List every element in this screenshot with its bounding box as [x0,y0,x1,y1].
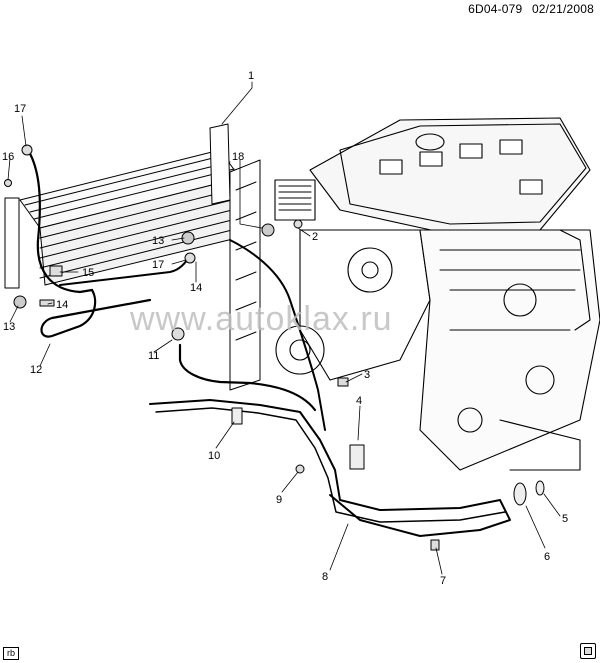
callout-2: 2 [312,231,318,243]
callout-4: 4 [356,395,362,407]
callout-16: 16 [2,151,14,163]
callout-14-left: 14 [56,299,68,311]
bolt-18 [261,223,275,237]
clip-10 [231,407,243,425]
cooler-tube-lower [40,288,152,338]
callout-18: 18 [232,151,244,163]
oil-cooler-core [4,123,261,391]
diagram-header: 6D04-079 02/21/2008 [462,2,594,16]
callout-8: 8 [322,571,328,583]
clip-14-lower [39,299,55,307]
document-icon [580,643,596,659]
callout-10: 10 [208,450,220,462]
clip-2 [293,219,303,229]
bolt-9 [295,464,305,474]
callout-11: 11 [148,350,159,362]
callout-7: 7 [440,575,446,587]
cooler-tube-upper [26,148,94,294]
callout-5: 5 [562,513,568,525]
callout-17-upper: 17 [14,103,26,115]
callout-13-lower: 13 [3,321,15,333]
grommet-13-lower [13,295,27,309]
callout-17-right: 17 [152,259,164,271]
seal-5 [535,480,545,496]
bolt-7 [430,539,440,551]
fitting-17-right [184,252,196,264]
watermark-text: www.autoklax.ru [130,300,393,338]
fitting-17-upper [21,144,33,156]
gasket-6 [513,482,527,506]
corner-tag: rb [3,647,20,660]
engine-assembly [274,117,600,471]
cooler-line-upper [229,239,326,431]
callout-14-right: 14 [190,282,202,294]
callout-12: 12 [30,364,42,376]
bolt-16 [4,179,12,187]
cooler-line-long [149,399,511,537]
callout-leaders [7,81,561,575]
cooler-line-hose [178,343,317,412]
callout-9: 9 [276,494,282,506]
callout-3: 3 [364,369,370,381]
illustration-date: 02/21/2008 [531,2,594,16]
fitting-11 [171,327,185,341]
bracket-4 [349,444,365,470]
illustration-code: 6D04-079 [468,2,523,16]
callout-6: 6 [544,551,550,563]
callout-labels: 1 2 3 4 5 6 7 8 9 10 11 12 13 13 14 14 1… [2,70,568,587]
clip-15 [49,265,63,277]
callout-15: 15 [82,267,94,279]
bolt-3 [337,377,349,387]
callout-13-upper: 13 [152,235,164,247]
callout-1: 1 [248,70,254,82]
